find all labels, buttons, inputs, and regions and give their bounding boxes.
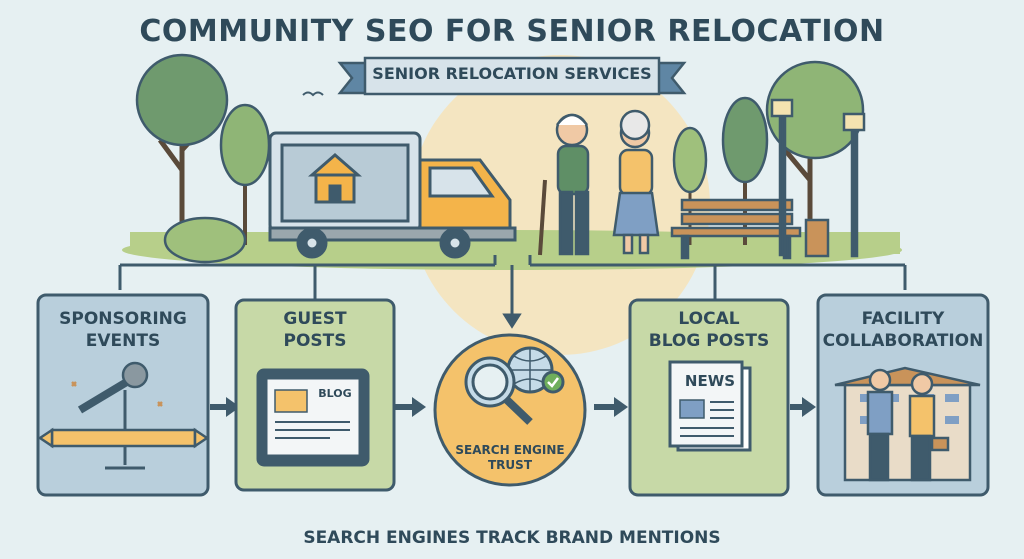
card-title-line2: POSTS [283,331,347,351]
tablet-blog-icon [256,368,370,467]
circle-line1: SEARCH ENGINE [455,443,565,457]
tablet-screen-label: BLOG [318,387,352,400]
card-title-line1: FACILITY [861,309,945,329]
search-engine-trust-label: SEARCH ENGINE TRUST [430,443,590,473]
arrow-4 [790,397,816,417]
services-banner [337,56,687,96]
card-title-line2: EVENTS [85,331,161,351]
senior-couple-illustration [538,109,660,256]
services-banner-label: SENIOR RELOCATION SERVICES [372,64,652,83]
circle-line2: TRUST [488,458,532,472]
street-lamp-icon [770,98,866,258]
card-title-guest-posts: GUEST POSTS [236,308,394,352]
card-title-line2: BLOG POSTS [648,331,770,351]
bush-left [163,216,247,264]
moving-truck-icon [268,131,517,259]
arrow-3 [594,397,628,417]
card-title-line1: LOCAL [678,309,740,329]
trash-bin-icon [804,218,830,258]
newspaper-headline: NEWS [684,372,736,390]
footer-caption: SEARCH ENGINES TRACK BRAND MENTIONS [303,528,721,548]
tree-right-1 [765,60,865,248]
tree-left-1 [135,53,229,245]
card-title-line2: COLLABORATION [822,331,984,351]
card-title-facility-collaboration: FACILITY COLLABORATION [818,308,988,352]
bird-icon [302,91,324,97]
card-title-local-blog-posts: LOCAL BLOG POSTS [630,308,788,352]
magnifier-globe-icon [464,346,565,425]
page-title: COMMUNITY SEO FOR SENIOR RELOCATION [139,14,885,49]
card-title-line1: GUEST [283,309,347,329]
park-bench-icon [670,198,802,260]
handshake-icon [834,366,981,482]
arrow-1 [210,397,240,417]
newspaper-icon [668,360,752,452]
card-title-sponsoring-events: SPONSORING EVENTS [38,308,208,352]
card-title-line1: SPONSORING [59,309,187,329]
arrow-2 [392,397,426,417]
microphone-icon [37,361,210,470]
flow-connectors [118,255,907,329]
